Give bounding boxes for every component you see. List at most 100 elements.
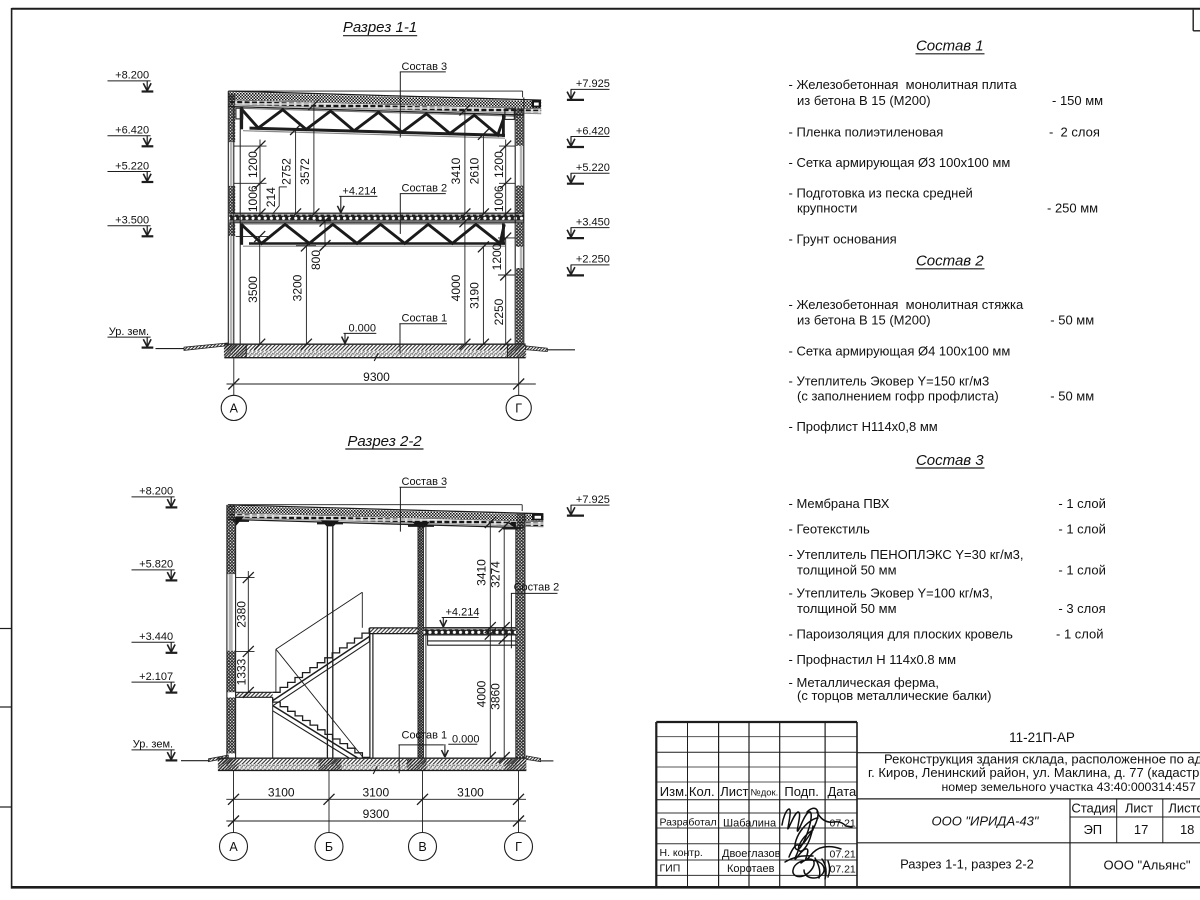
- svg-text:- Профлист Н114х0,8 мм: - Профлист Н114х0,8 мм: [789, 419, 938, 434]
- svg-text:- Металлическая ферма,: - Металлическая ферма,: [789, 675, 939, 690]
- svg-text:17: 17: [1134, 822, 1148, 837]
- svg-text:- Мембрана ПВХ: - Мембрана ПВХ: [789, 496, 890, 511]
- svg-text:- Грунт основания: - Грунт основания: [789, 231, 897, 246]
- svg-text:Б: Б: [325, 840, 333, 854]
- svg-text:Г: Г: [515, 840, 522, 854]
- svg-text:- Утеплитель Эковер Y=100 кг/м: - Утеплитель Эковер Y=100 кг/м3,: [789, 586, 993, 601]
- svg-text:1333: 1333: [234, 658, 248, 685]
- svg-text:11-21П-АР: 11-21П-АР: [1009, 730, 1075, 745]
- svg-text:3410: 3410: [474, 559, 488, 586]
- svg-text:Состав 3: Состав 3: [916, 452, 984, 469]
- svg-text:- 50 мм: - 50 мм: [1050, 313, 1094, 328]
- svg-text:Листов: Листов: [1168, 801, 1200, 816]
- svg-text:Лист: Лист: [1125, 801, 1153, 816]
- svg-text:Разрез 1-1: Разрез 1-1: [343, 19, 417, 36]
- svg-text:номер земельного участка 43:40: номер земельного участка 43:40:000314:45…: [942, 780, 1196, 794]
- svg-text:+6.420: +6.420: [115, 125, 149, 137]
- svg-text:9300: 9300: [363, 370, 390, 384]
- svg-text:- 1 слой: - 1 слой: [1056, 626, 1104, 641]
- svg-text:2250: 2250: [492, 298, 506, 325]
- svg-text:Состав 2: Состав 2: [916, 253, 984, 270]
- svg-text:Ур. зем.: Ур. зем.: [133, 739, 173, 751]
- svg-text:- 3 слоя: - 3 слоя: [1058, 601, 1105, 616]
- svg-text:800: 800: [309, 250, 323, 270]
- svg-text:+3.450: +3.450: [576, 216, 610, 228]
- svg-text:ЭП: ЭП: [1083, 822, 1102, 837]
- svg-text:Коротаев: Коротаев: [727, 863, 775, 875]
- svg-text:Состав 1: Состав 1: [402, 730, 448, 742]
- svg-text:А: А: [230, 401, 239, 415]
- svg-text:+6.420: +6.420: [576, 125, 610, 137]
- svg-text:+2.107: +2.107: [139, 671, 173, 683]
- svg-text:ООО "ИРИДА-43": ООО "ИРИДА-43": [931, 813, 1039, 828]
- svg-text:Подп.: Подп.: [784, 784, 819, 799]
- svg-text:Разрез 2-2: Разрез 2-2: [347, 433, 422, 450]
- svg-text:3500: 3500: [246, 276, 260, 303]
- svg-text:Г: Г: [515, 401, 522, 415]
- svg-text:толщиной 50 мм: толщиной 50 мм: [797, 601, 897, 616]
- svg-text:3100: 3100: [268, 785, 295, 799]
- svg-text:+8.200: +8.200: [139, 486, 173, 498]
- svg-text:- Сетка армирующая Ø4 100х100: - Сетка армирующая Ø4 100х100 мм: [789, 343, 1011, 358]
- svg-text:Шабалина: Шабалина: [723, 817, 777, 829]
- svg-text:+4.214: +4.214: [342, 186, 376, 198]
- svg-text:3100: 3100: [362, 785, 389, 799]
- svg-text:1200: 1200: [490, 243, 504, 270]
- svg-text:4000: 4000: [449, 274, 463, 301]
- svg-text:из бетона В 15 (М200): из бетона В 15 (М200): [797, 93, 931, 108]
- svg-text:+5.820: +5.820: [139, 559, 173, 571]
- svg-text:3410: 3410: [449, 157, 463, 184]
- svg-text:- Утеплитель ПЕНОПЛЭКС Y=30 кг: - Утеплитель ПЕНОПЛЭКС Y=30 кг/м3,: [789, 547, 1024, 562]
- svg-text:07.21: 07.21: [830, 864, 856, 876]
- svg-text:1200: 1200: [246, 151, 260, 178]
- svg-text:3572: 3572: [298, 158, 312, 185]
- svg-text:крупности: крупности: [797, 201, 857, 216]
- svg-text:Состав 2: Состав 2: [514, 582, 560, 594]
- svg-text:- Профнастил Н 114х0.8 мм: - Профнастил Н 114х0.8 мм: [789, 652, 957, 667]
- svg-text:№док.: №док.: [751, 787, 779, 798]
- svg-text:3100: 3100: [457, 785, 484, 799]
- svg-text:(с торцов металлические балки): (с торцов металлические балки): [797, 688, 992, 703]
- svg-text:3274: 3274: [488, 561, 502, 588]
- svg-text:из бетона В 15 (М200): из бетона В 15 (М200): [797, 313, 931, 328]
- svg-text:- 1 слой: - 1 слой: [1058, 496, 1106, 511]
- svg-text:2752: 2752: [280, 158, 294, 185]
- svg-text:В: В: [418, 840, 426, 854]
- svg-text:+5.220: +5.220: [576, 162, 610, 174]
- svg-text:Стадия: Стадия: [1071, 801, 1115, 816]
- svg-text:- Геотекстиль: - Геотекстиль: [789, 522, 870, 537]
- svg-text:0.000: 0.000: [349, 323, 377, 335]
- svg-text:ООО "Альянс": ООО "Альянс": [1104, 858, 1191, 873]
- svg-text:+8.200: +8.200: [115, 70, 149, 82]
- svg-text:1006: 1006: [492, 185, 506, 212]
- svg-text:07.21: 07.21: [830, 848, 856, 860]
- svg-text:Состав 1: Состав 1: [916, 38, 984, 55]
- svg-text:- 1 слой: - 1 слой: [1058, 563, 1106, 578]
- svg-text:- Пароизоляция для плоских кро: - Пароизоляция для плоских кровель: [789, 626, 1014, 641]
- svg-text:+3.440: +3.440: [139, 631, 173, 643]
- svg-text:- Пленка полиэтиленовая: - Пленка полиэтиленовая: [789, 124, 944, 139]
- svg-text:- Железобетонная монолитная п: - Железобетонная монолитная плита: [789, 77, 1018, 92]
- svg-text:1200: 1200: [492, 151, 506, 178]
- svg-text:г. Киров, Ленинский район, ул.: г. Киров, Ленинский район, ул. Маклина, …: [868, 765, 1200, 780]
- svg-text:+3.500: +3.500: [115, 215, 149, 227]
- svg-text:- 2 слоя: - 2 слоя: [1049, 124, 1100, 139]
- svg-text:Состав 3: Состав 3: [402, 61, 448, 73]
- svg-text:Разработал: Разработал: [660, 817, 717, 829]
- svg-text:- Утеплитель Эковер Y=150 кг/м: - Утеплитель Эковер Y=150 кг/м3: [789, 374, 990, 389]
- svg-text:Н. контр.: Н. контр.: [660, 847, 703, 859]
- svg-text:Разрез 1-1, разрез 2-2: Разрез 1-1, разрез 2-2: [900, 856, 1034, 871]
- svg-text:0.000: 0.000: [452, 733, 480, 745]
- svg-text:Кол.: Кол.: [689, 784, 715, 799]
- svg-text:3860: 3860: [488, 683, 502, 710]
- svg-text:+4.214: +4.214: [446, 606, 480, 618]
- svg-text:Лист: Лист: [720, 784, 748, 799]
- svg-text:Двоеглазов: Двоеглазов: [722, 848, 781, 860]
- svg-text:+7.925: +7.925: [576, 78, 610, 90]
- svg-text:Состав 1: Состав 1: [402, 312, 448, 324]
- svg-text:Состав 2: Состав 2: [402, 182, 448, 194]
- svg-text:(с заполнением гофр профлиста): (с заполнением гофр профлиста): [797, 388, 999, 403]
- svg-text:3190: 3190: [468, 282, 482, 309]
- svg-text:214: 214: [264, 187, 278, 207]
- svg-text:2380: 2380: [234, 601, 248, 628]
